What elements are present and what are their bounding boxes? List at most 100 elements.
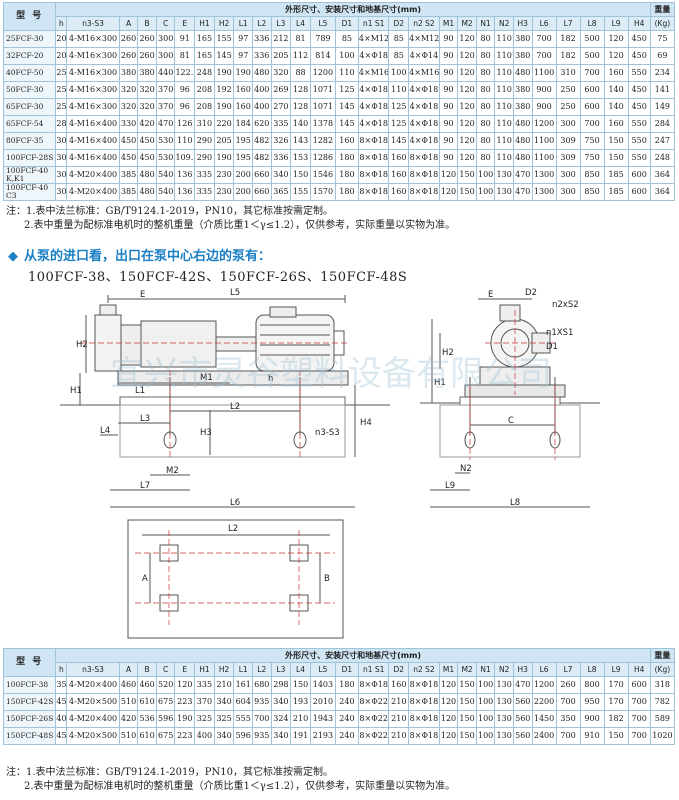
value-cell: 195 xyxy=(233,132,253,150)
value-cell: 160 xyxy=(388,183,410,201)
value-cell: 25 xyxy=(55,64,68,82)
value-cell: 208 xyxy=(194,98,215,116)
value-cell: 1943 xyxy=(309,710,336,728)
value-cell: 141 xyxy=(649,81,676,99)
value-cell: 309 xyxy=(555,149,581,167)
value-cell: 400 xyxy=(194,727,215,745)
value-cell: 8×Φ22 xyxy=(357,693,390,711)
column-header: N2 xyxy=(494,662,514,677)
value-cell: 8×Φ22 xyxy=(357,710,390,728)
value-cell: 500 xyxy=(579,30,605,48)
value-cell: 8×Φ18 xyxy=(408,676,440,694)
value-cell: 170 xyxy=(603,693,629,711)
label-h3: H3 xyxy=(200,428,212,438)
value-cell: 1300 xyxy=(531,183,557,201)
column-header: N2 xyxy=(494,16,514,31)
value-cell: 270 xyxy=(270,98,292,116)
value-cell: 480 xyxy=(512,115,533,133)
label-n3-s3: n3-S3 xyxy=(315,428,340,438)
value-cell: 660 xyxy=(251,183,272,201)
column-header: D1 xyxy=(334,16,359,31)
value-cell: 4-M16×300 xyxy=(66,30,120,48)
value-cell: 161 xyxy=(233,676,253,694)
value-cell: 120 xyxy=(438,727,459,745)
value-cell: 470 xyxy=(512,676,533,694)
value-cell: 700 xyxy=(579,115,605,133)
column-header: n2 S2 xyxy=(408,662,440,677)
value-cell: 90 xyxy=(438,47,459,65)
value-cell: 210 xyxy=(388,727,410,745)
value-cell: 190 xyxy=(233,64,253,82)
value-cell: 205 xyxy=(213,132,235,150)
model-cell: 100FCF-40 C3 xyxy=(2,183,57,201)
value-cell: 450 xyxy=(627,98,651,116)
value-cell: 130 xyxy=(494,727,514,745)
value-cell: 750 xyxy=(579,132,605,150)
model-cell: 65FCF-30 xyxy=(2,98,57,116)
value-cell: 4-M20×400 xyxy=(66,676,120,694)
value-cell: 155 xyxy=(290,183,311,201)
value-cell: 700 xyxy=(627,693,651,711)
label-l9: L9 xyxy=(445,481,455,491)
value-cell: 2010 xyxy=(309,693,336,711)
label-h2: H2 xyxy=(76,340,88,350)
value-cell: 128 xyxy=(290,81,311,99)
value-cell: 300 xyxy=(155,47,176,65)
value-cell: 560 xyxy=(512,693,533,711)
value-cell: 4-M16×400 xyxy=(66,149,120,167)
column-header: L2 xyxy=(251,662,272,677)
value-cell: 1020 xyxy=(649,727,676,745)
value-cell: 4-M20×400 xyxy=(66,710,120,728)
value-cell: 190 xyxy=(213,98,235,116)
column-header: h xyxy=(55,16,68,31)
label-c: C xyxy=(508,416,514,426)
model-cell: 150FCF-26S xyxy=(2,710,57,728)
value-cell: 80 xyxy=(475,98,496,116)
value-cell: 100 xyxy=(475,166,496,184)
value-cell: 230 xyxy=(213,166,235,184)
value-cell: 193 xyxy=(290,693,311,711)
value-cell: 4×Φ18 xyxy=(408,115,440,133)
label-h1: H1 xyxy=(70,386,82,396)
value-cell: 910 xyxy=(579,727,605,745)
value-cell: 190 xyxy=(213,64,235,82)
value-cell: 35 xyxy=(55,676,68,694)
value-cell: 550 xyxy=(627,149,651,167)
value-cell: 4-M20×500 xyxy=(66,727,120,745)
value-cell: 380 xyxy=(137,64,157,82)
value-cell: 90 xyxy=(438,149,459,167)
value-cell: 80 xyxy=(475,30,496,48)
label-l2-plan: L2 xyxy=(228,524,238,534)
section-heading: ◆从泵的进口看，出口在泵中心右边的泵有： xyxy=(8,245,271,264)
note-1-line-1: 注：1.表中法兰标准：GB/T9124.1-2019，PN10，其它标准按需定制… xyxy=(6,206,333,217)
value-cell: 480 xyxy=(137,166,157,184)
model-cell: 100FCF-40 K,K1 xyxy=(2,166,57,184)
value-cell: 28 xyxy=(55,115,68,133)
value-cell: 300 xyxy=(555,183,581,201)
column-header: D2 xyxy=(388,16,410,31)
value-cell: 120 xyxy=(438,183,459,201)
value-cell: 81 xyxy=(174,47,196,65)
model-cell: 150FCF-48S xyxy=(2,727,57,745)
value-cell: 110 xyxy=(494,149,514,167)
value-cell: 600 xyxy=(579,81,605,99)
value-cell: 950 xyxy=(579,693,605,711)
label-l5: L5 xyxy=(230,288,240,298)
value-cell: 240 xyxy=(334,693,359,711)
value-cell: 150 xyxy=(603,149,629,167)
value-cell: 110 xyxy=(494,132,514,150)
value-cell: 589 xyxy=(649,710,676,728)
value-cell: 700 xyxy=(251,710,272,728)
value-cell: 100 xyxy=(475,183,496,201)
value-cell: 4×M12 xyxy=(408,30,440,48)
value-cell: 596 xyxy=(233,727,253,745)
value-cell: 20 xyxy=(55,30,68,48)
dimension-group-header: 外形尺寸、安装尺寸和地基尺寸(mm) xyxy=(55,2,651,17)
value-cell: 560 xyxy=(512,727,533,745)
value-cell: 1100 xyxy=(531,132,557,150)
value-cell: 782 xyxy=(649,693,676,711)
column-header: N1 xyxy=(475,16,496,31)
column-header: L5 xyxy=(309,662,336,677)
value-cell: 335 xyxy=(194,183,215,201)
